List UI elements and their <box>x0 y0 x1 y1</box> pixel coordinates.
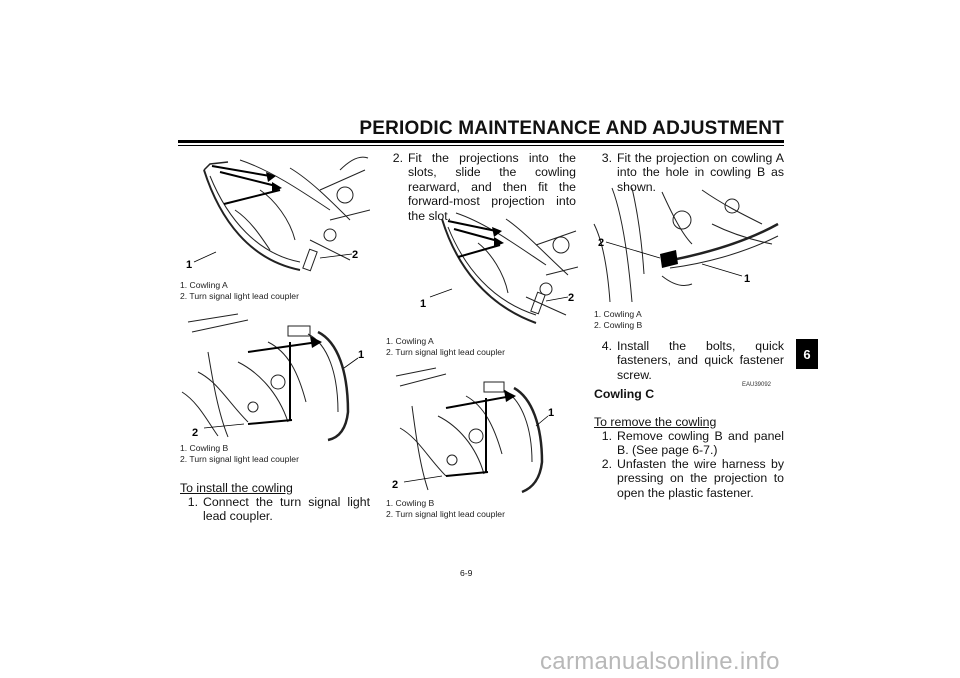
section-heading-remove: To remove the cowling <box>594 415 717 429</box>
callout-1: 1 <box>744 273 750 285</box>
figure-cowling-b-coupler: 2 1 <box>181 313 364 442</box>
callout-2: 2 <box>568 292 574 304</box>
figure-cowling-a-coupler: 1 2 <box>186 156 370 272</box>
callout-2: 2 <box>192 427 198 439</box>
step-install-bolts: 4. Install the bolts, quick fasteners, a… <box>601 339 784 382</box>
caption-cowling-b: 1. Cowling B <box>180 443 229 453</box>
subheading-cowling-c: Cowling C <box>594 387 655 401</box>
step-connect-coupler: 1. Connect the turn signal light lead co… <box>187 495 370 524</box>
watermark-link[interactable]: carmanualsonline.info <box>540 648 780 675</box>
caption-cowling-a: 1. Cowling A <box>386 336 434 346</box>
step-fit-projections: 2. Fit the projections into the slots, s… <box>392 151 576 223</box>
header-rule-thin <box>178 145 784 146</box>
section-heading-install: To install the cowling <box>180 481 293 495</box>
figure-projection-hole: 2 1 <box>593 187 779 303</box>
caption-cowling-b: 2. Cowling B <box>594 320 643 330</box>
callout-1: 1 <box>186 259 192 271</box>
caption-cowling-a: 1. Cowling A <box>180 280 228 290</box>
callout-1: 1 <box>358 349 364 361</box>
caption-coupler: 2. Turn signal light lead coupler <box>386 347 505 357</box>
step-remove-cowling-b: 1. Remove cowling B and panel B. (See pa… <box>601 429 784 458</box>
page-title: PERIODIC MAINTENANCE AND ADJUSTMENT <box>359 118 784 139</box>
step-unfasten-harness: 2. Unfasten the wire harness by pressing… <box>601 457 784 500</box>
caption-cowling-b: 1. Cowling B <box>386 498 435 508</box>
caption-coupler: 2. Turn signal light lead coupler <box>180 291 299 301</box>
callout-2: 2 <box>392 479 398 491</box>
chapter-tab[interactable]: 6 <box>796 339 818 369</box>
step-fit-projection-hole: 3. Fit the projection on cowling A into … <box>601 151 784 194</box>
figure-fit-cowling-a: 1 2 <box>420 212 578 324</box>
callout-1: 1 <box>548 407 554 419</box>
callout-2: 2 <box>352 249 358 261</box>
caption-coupler: 2. Turn signal light lead coupler <box>180 454 299 464</box>
figure-fit-cowling-b: 2 1 <box>392 367 554 494</box>
header-rule <box>178 140 784 143</box>
caption-cowling-a: 1. Cowling A <box>594 309 642 319</box>
callout-1: 1 <box>420 298 426 310</box>
reference-code: EAU39092 <box>742 382 772 388</box>
caption-coupler: 2. Turn signal light lead coupler <box>386 509 505 519</box>
page-number: 6-9 <box>460 568 473 578</box>
callout-2: 2 <box>598 237 604 249</box>
